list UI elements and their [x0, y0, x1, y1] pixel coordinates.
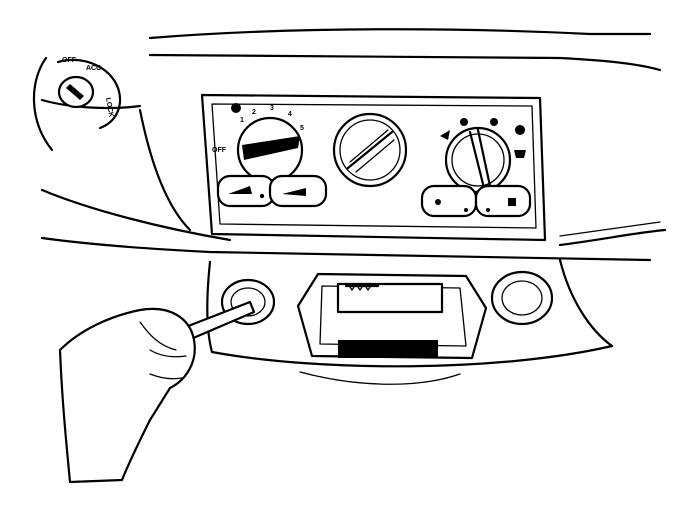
- ashtray-spring: [347, 283, 373, 291]
- ignition-label-lock: LOCK: [104, 97, 114, 118]
- mode-knob: [440, 118, 526, 194]
- defrost-icon: [514, 150, 526, 158]
- fan-icon: [231, 103, 241, 113]
- ashtray-assembly: [296, 272, 488, 360]
- lower-console: [206, 258, 614, 385]
- bi-level-icon: [460, 118, 468, 126]
- ignition-switch: OFF ACC LOCK: [32, 56, 122, 152]
- ignition-label-off: OFF: [62, 57, 77, 64]
- recirculation-button-group: [216, 174, 328, 208]
- defrost-floor-icon: [515, 125, 525, 135]
- cigarette-lighter-right: [490, 270, 554, 326]
- hand-with-tool: [58, 300, 256, 484]
- floor-icon: [490, 118, 498, 126]
- fan-speed-5: 5: [300, 125, 304, 132]
- ashtray-teeth: [338, 340, 438, 358]
- fan-speed-2: 2: [252, 109, 256, 116]
- temperature-knob: [332, 112, 408, 188]
- fan-speed-knob: OFF 1 2 3 4 5: [212, 103, 304, 184]
- fan-off-label: OFF: [212, 147, 227, 154]
- ignition-label-acc: ACC: [86, 65, 101, 72]
- panel-vent-icon: [440, 130, 450, 140]
- dashboard-outline: [40, 28, 667, 262]
- climate-control-panel: OFF 1 2 3 4 5: [200, 93, 547, 242]
- fan-speed-4: 4: [288, 111, 292, 118]
- ac-button-group: [420, 184, 532, 218]
- fan-speed-3: 3: [270, 105, 274, 112]
- fan-speed-1: 1: [240, 117, 244, 124]
